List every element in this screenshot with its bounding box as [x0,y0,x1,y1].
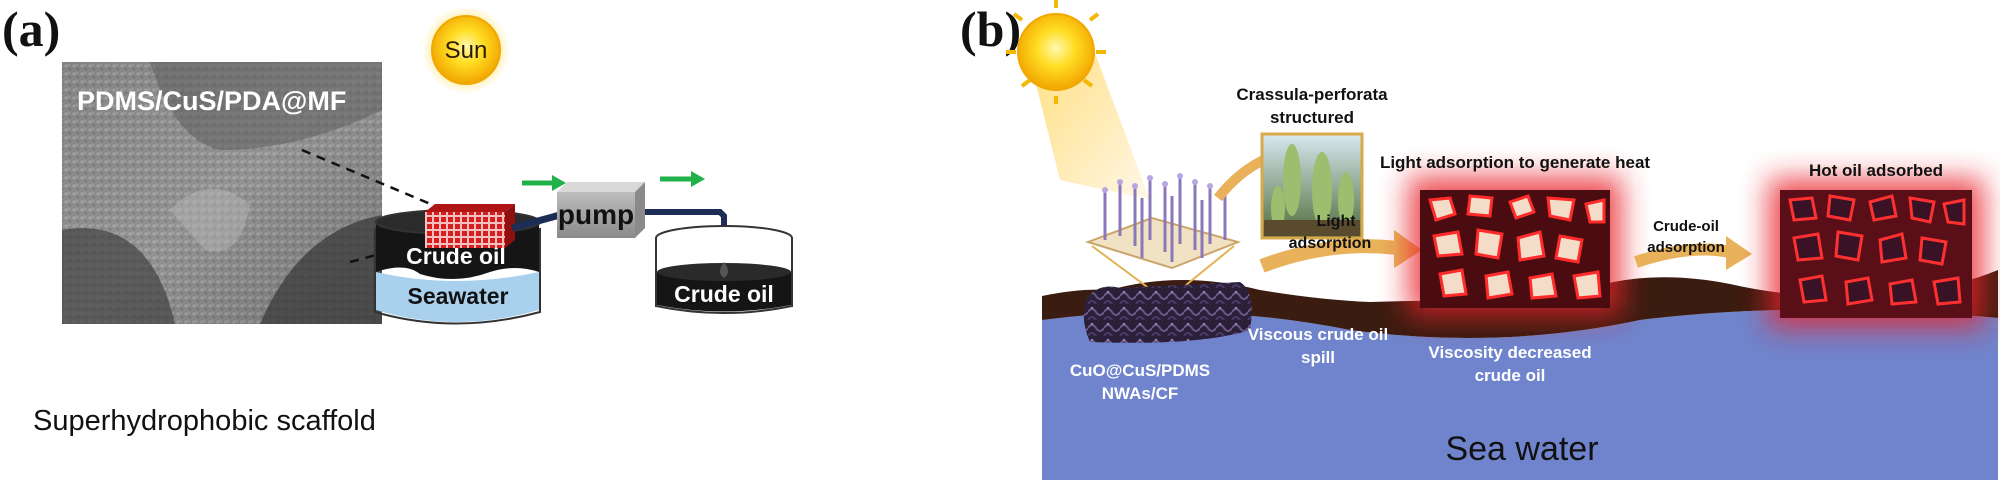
light-adsorption-arrow [1259,239,1399,273]
crude-label-2: adsorption [1647,239,1725,256]
sun-icon: Sun [422,6,510,94]
light-label-1: Light [1316,213,1356,230]
sea-water-region [1042,309,1998,480]
material-label-1: CuO@CuS/PDMS [1070,361,1210,380]
crude-oil-adsorption-arrow [1634,243,1732,268]
sem-image: PDMS/CuS/PDA@MF [62,62,382,324]
sem-label: PDMS/CuS/PDA@MF [77,86,346,116]
oil-droplet-icon [720,262,728,278]
light-label-2: adsorption [1289,235,1372,252]
crude-label-1: Crude-oil [1653,218,1719,235]
viscous-label-2: spill [1301,348,1335,367]
panel-a-letter: (a) [2,1,60,57]
sea-water-label: Sea water [1445,430,1598,468]
flow-arrow-2 [660,171,705,187]
collector-label: Crude oil [674,281,774,307]
panel-b: (b) [960,0,1998,480]
pump-box: pump [557,182,645,238]
pump-label: pump [558,199,634,230]
seawater-label: Seawater [407,283,508,309]
sun-label: Sun [445,37,488,64]
heated-sponge [1408,176,1622,316]
oil-filled-sponge [1768,178,1984,328]
plant-label-1: Crassula-perforata [1236,85,1388,104]
tube-in [511,211,561,232]
seawater-layer [376,272,539,322]
sponge-material [1083,282,1252,343]
panel-a-caption: Superhydrophobic scaffold [33,405,376,437]
decreased-label-2: crude oil [1475,366,1546,385]
flow-arrow-1 [522,175,566,191]
scaffold-sponge [425,204,515,248]
plant-label-2: structured [1270,108,1354,127]
collected-oil [657,272,791,312]
panel-b-letter: (b) [960,1,1021,57]
panel-a: (a) PDMS/CuS/PDA@MF Sun Crude oi [2,1,793,437]
decreased-label-1: Viscosity decreased [1428,343,1591,362]
material-label-2: NWAs/CF [1102,384,1179,403]
viscous-label-1: Viscous crude oil [1248,325,1388,344]
heat-label: Light adsorption to generate heat [1380,153,1650,172]
plant-photo [1260,132,1364,240]
beaker-right: Crude oil [655,225,793,314]
nanowire-array [1084,173,1242,308]
sun-b-icon [1006,0,1106,104]
zoom-line-top [301,148,441,210]
hot-oil-label: Hot oil adsorbed [1809,161,1943,180]
